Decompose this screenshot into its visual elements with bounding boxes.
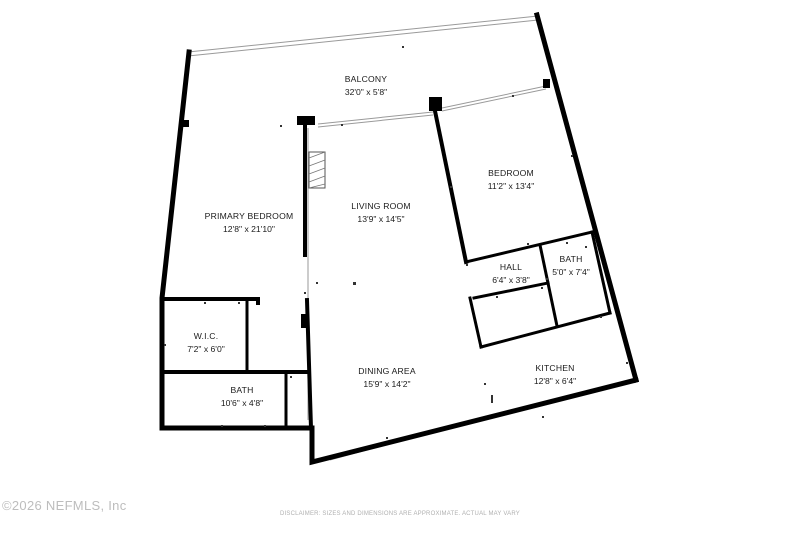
fireplace	[308, 151, 326, 189]
copyright-watermark: ©2026 NEFMLS, Inc	[2, 498, 127, 513]
bedroom-dims: 11'2" x 13'4"	[488, 181, 535, 191]
room-label-balcony: BALCONY 32'0" x 5'8"	[345, 74, 388, 97]
kitchen-name: KITCHEN	[535, 363, 574, 373]
disclaimer-text: DISCLAIMER: SIZES AND DIMENSIONS ARE APP…	[280, 511, 520, 517]
room-label-primary-bedroom: PRIMARY BEDROOM 12'8" x 21'10"	[205, 211, 294, 234]
room-label-living-room: LIVING ROOM 13'9" x 14'5"	[351, 201, 411, 224]
dining-area-name: DINING AREA	[358, 366, 416, 376]
room-label-hall: HALL 6'4" x 3'8"	[492, 262, 530, 285]
primary-bedroom-name: PRIMARY BEDROOM	[205, 211, 294, 221]
balcony-name: BALCONY	[345, 74, 388, 84]
hall-dims: 6'4" x 3'8"	[492, 275, 530, 285]
room-label-bath-small: BATH 5'0" x 7'4"	[552, 254, 590, 277]
wic-name: W.I.C.	[194, 331, 219, 341]
living-room-name: LIVING ROOM	[351, 201, 411, 211]
room-label-bath-primary: BATH 10'6" x 4'8"	[221, 385, 263, 408]
balcony-dims: 32'0" x 5'8"	[345, 87, 387, 97]
primary-bedroom-dims: 12'8" x 21'10"	[223, 224, 275, 234]
room-label-dining-area: DINING AREA 15'9" x 14'2"	[358, 366, 416, 389]
room-label-bedroom: BEDROOM 11'2" x 13'4"	[488, 168, 535, 191]
exterior-walls	[159, 11, 640, 466]
dining-area-dims: 15'9" x 14'2"	[363, 379, 410, 389]
room-label-wic: W.I.C. 7'2" x 6'0"	[187, 331, 225, 354]
room-label-kitchen: KITCHEN 12'8" x 6'4"	[534, 363, 576, 386]
bath-primary-name: BATH	[230, 385, 253, 395]
living-room-dims: 13'9" x 14'5"	[357, 214, 404, 224]
windows	[307, 85, 547, 461]
bath-primary-dims: 10'6" x 4'8"	[221, 398, 263, 408]
hall-name: HALL	[500, 262, 522, 272]
bath-small-name: BATH	[559, 254, 582, 264]
balcony-railing	[187, 15, 539, 57]
bedroom-name: BEDROOM	[488, 168, 534, 178]
bath-small-dims: 5'0" x 7'4"	[552, 267, 590, 277]
wic-dims: 7'2" x 6'0"	[187, 344, 225, 354]
kitchen-dims: 12'8" x 6'4"	[534, 376, 576, 386]
detail-marks	[164, 46, 628, 439]
